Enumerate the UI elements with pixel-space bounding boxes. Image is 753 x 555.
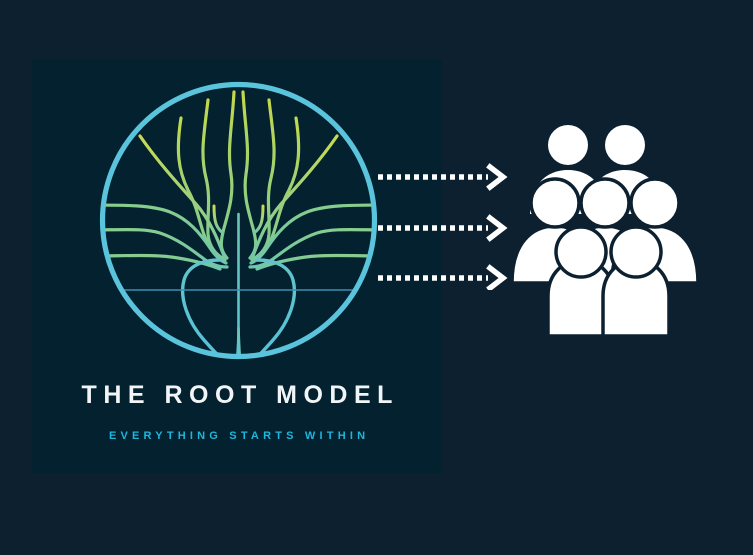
people-middle-row	[510, 177, 700, 285]
dashed-arrow-flow	[378, 160, 510, 290]
brand-panel	[32, 60, 442, 473]
person-front-2	[601, 225, 671, 338]
brand-tagline: EVERYTHING STARTS WITHIN	[108, 430, 370, 442]
person-front-1	[546, 225, 616, 338]
arrow-head-3	[486, 264, 508, 290]
brand-wordmark: THE ROOT MODEL EVERYTHING STARTS WITHIN	[32, 380, 442, 444]
root-tree-circle-emblem	[96, 78, 381, 363]
page-title: THE ROOT MODEL	[81, 381, 399, 409]
arrow-head-2	[486, 214, 508, 242]
people-group	[510, 118, 700, 340]
arrow-head-1	[486, 163, 508, 191]
people-front-row	[546, 225, 671, 338]
